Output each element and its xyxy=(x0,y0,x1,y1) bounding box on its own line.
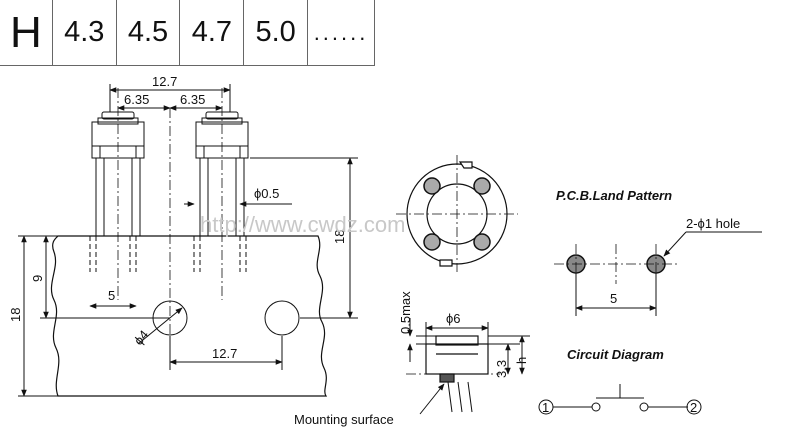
switch-body-left xyxy=(91,111,145,237)
top-view xyxy=(396,155,518,272)
pcb-hole-label: 2-ϕ1 hole xyxy=(686,216,740,231)
hole-right xyxy=(264,300,300,336)
front-view xyxy=(18,84,358,397)
height-value-3: 4.7 xyxy=(179,0,245,66)
top-pin-bl xyxy=(423,233,441,251)
pcb-board xyxy=(50,235,328,397)
top-pin-tr xyxy=(473,177,491,195)
dim-3-3: 3.3 xyxy=(494,360,509,378)
pcb-land-pattern: P.C.B.Land Pattern 2-ϕ1 hole 5 xyxy=(554,188,762,316)
dim-0-5-max: 0.5max xyxy=(398,291,413,334)
circuit-diagram: Circuit Diagram 1 2 xyxy=(538,347,702,415)
dim-12-7-bottom: 12.7 xyxy=(212,346,237,361)
side-view-labels: 0.5max ϕ6 3.3 h Mounting surface xyxy=(294,291,529,427)
dim-hole-diameter: ϕ4 xyxy=(131,327,152,348)
dim-18-left: 18 xyxy=(8,308,23,322)
watermark: http://www.cwdz.com xyxy=(200,212,405,237)
dim-pitch-5: 5 xyxy=(108,288,115,303)
top-pin-tl xyxy=(423,177,441,195)
pcb-pitch: 5 xyxy=(610,291,617,306)
dim-pin-diameter: ϕ0.5 xyxy=(254,186,279,201)
circuit-title: Circuit Diagram xyxy=(567,347,664,362)
terminal-2: 2 xyxy=(690,400,697,415)
height-value-4: 5.0 xyxy=(243,0,309,66)
dim-18-right: 18 xyxy=(332,230,347,244)
dim-h: h xyxy=(514,357,529,364)
mounting-surface-label: Mounting surface xyxy=(294,412,394,427)
dim-diameter-6: ϕ6 xyxy=(446,311,461,326)
pcb-land-title: P.C.B.Land Pattern xyxy=(556,188,672,203)
height-table: H 4.3 4.5 4.7 5.0 ...... xyxy=(0,0,375,66)
top-pin-br xyxy=(473,233,491,251)
height-value-1: 4.3 xyxy=(51,0,117,66)
terminal-1: 1 xyxy=(542,400,549,415)
dim-6-35-left: 6.35 xyxy=(124,92,149,107)
height-label: H xyxy=(0,0,53,66)
dim-12-7-top: 12.7 xyxy=(152,74,177,89)
side-view xyxy=(406,318,530,415)
height-more: ...... xyxy=(307,0,375,66)
dim-6-35-right: 6.35 xyxy=(180,92,205,107)
dim-9-left: 9 xyxy=(30,275,45,282)
